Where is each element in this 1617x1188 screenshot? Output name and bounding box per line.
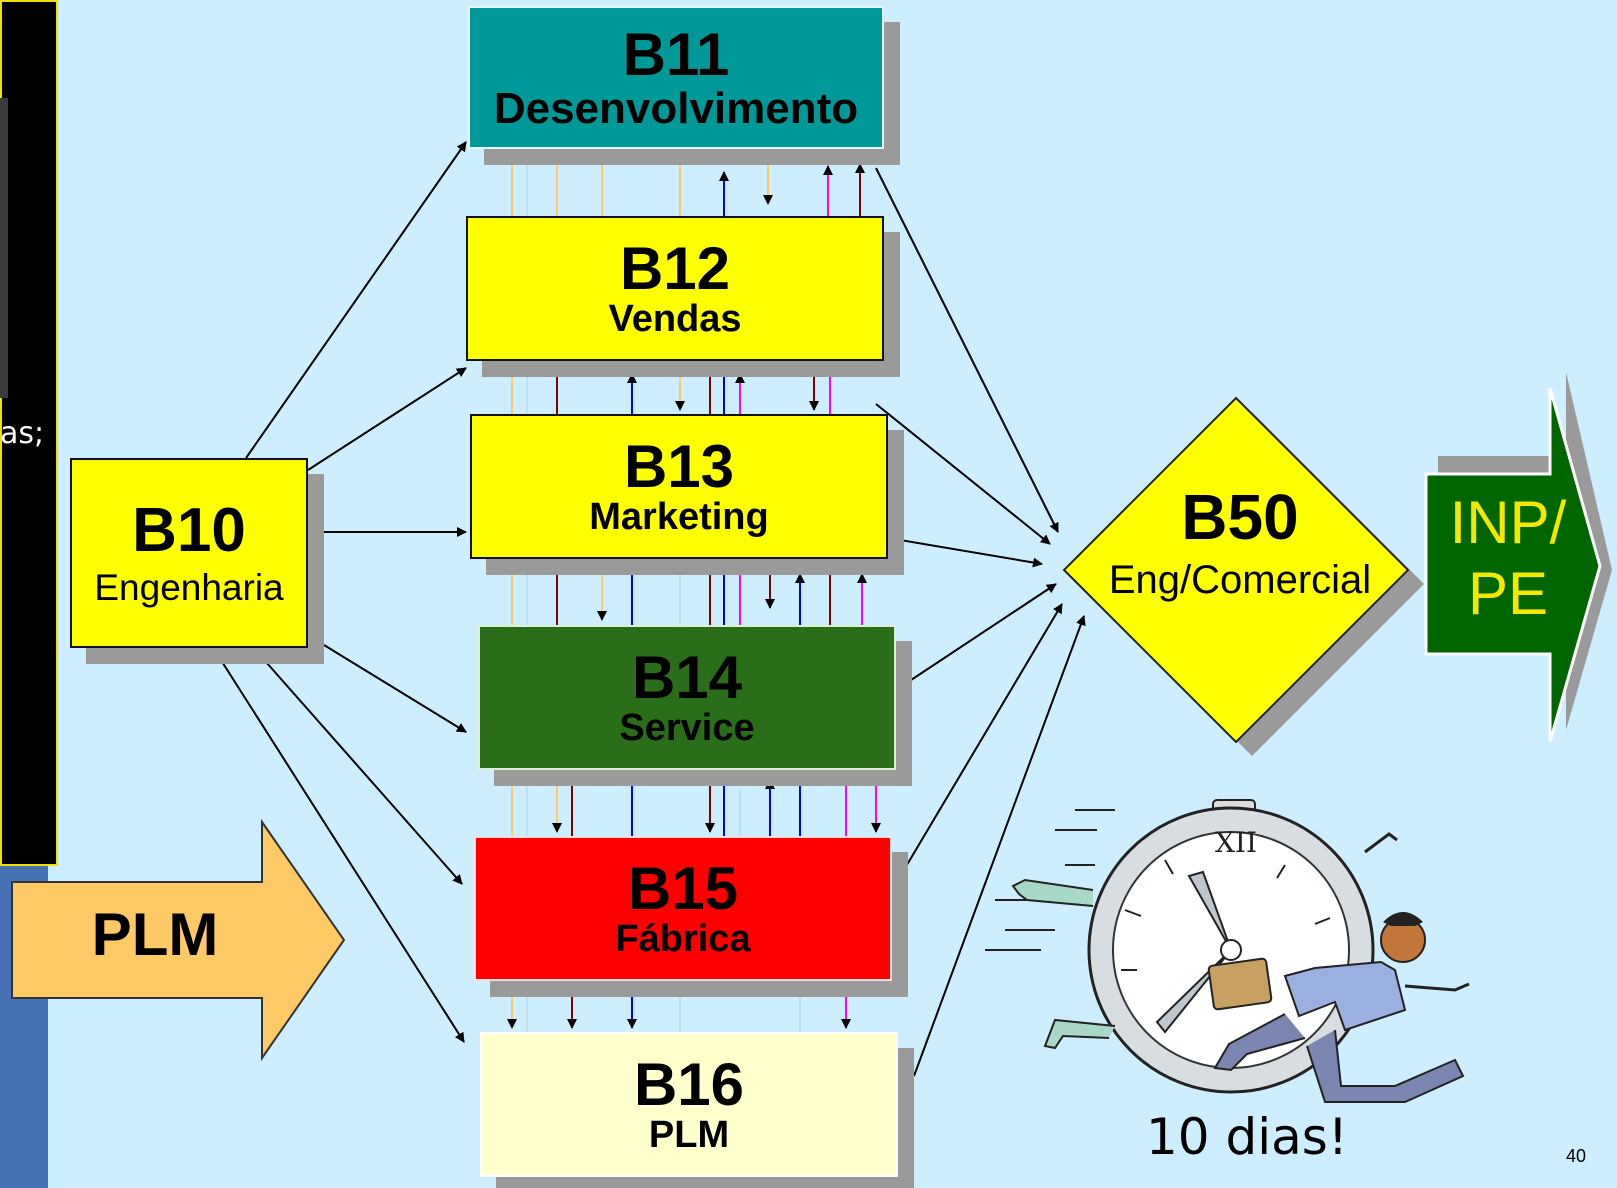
clock-arm-left-icon [1011, 878, 1094, 907]
left-blue-strip [0, 866, 48, 1188]
plm-arrow-label: PLM [91, 901, 219, 968]
b50-code: B50 [1181, 481, 1299, 553]
b11-box: B11 Desenvolvimento [468, 6, 884, 149]
b16-box: B16 PLM [480, 1032, 898, 1177]
b12-code: B12 [619, 235, 731, 303]
running-clock-illustration: XII [985, 799, 1470, 1103]
clock-hand-hour-icon [1187, 870, 1232, 951]
caption-text: 10 dias! [1146, 1108, 1348, 1166]
running-man-icon [1207, 912, 1470, 1103]
output-arrow-label: INP/ PE [1420, 488, 1596, 630]
left-panel-image-fragment [0, 98, 8, 398]
clock-arm-right-icon [1364, 832, 1398, 854]
page-number: 40 [1566, 1146, 1587, 1166]
b10-name: Engenharia [94, 567, 284, 609]
b10-box: B10 Engenharia [70, 458, 308, 648]
left-dark-panel [0, 0, 58, 866]
b11-name: Desenvolvimento [493, 83, 859, 133]
b12-name: Vendas [608, 298, 742, 341]
b13-code: B13 [623, 433, 735, 501]
clock-numeral-xii-icon: XII [1215, 826, 1257, 859]
b15-name: Fábrica [615, 918, 751, 961]
b13-box: B13 Marketing [470, 414, 888, 559]
output-label-line2: PE [1467, 559, 1549, 627]
b12-box: B12 Vendas [466, 216, 884, 361]
b11-code: B11 [622, 20, 730, 88]
output-label-line1: INP/ [1449, 489, 1567, 556]
b16-code: B16 [633, 1051, 745, 1119]
b13-name: Marketing [589, 496, 769, 539]
b50-name: Eng/Comercial [1108, 558, 1372, 602]
b50-label: B50 Eng/Comercial [1080, 480, 1400, 603]
left-panel-text-fragment: as; [0, 416, 45, 451]
b14-name: Service [619, 707, 755, 750]
b15-box: B15 Fábrica [474, 836, 892, 981]
b14-code: B14 [631, 644, 743, 712]
clock-leg-icon [1043, 1018, 1116, 1050]
b16-name: PLM [648, 1114, 730, 1157]
b14-box: B14 Service [478, 625, 896, 770]
b15-code: B15 [627, 855, 739, 923]
b10-code: B10 [132, 496, 246, 566]
